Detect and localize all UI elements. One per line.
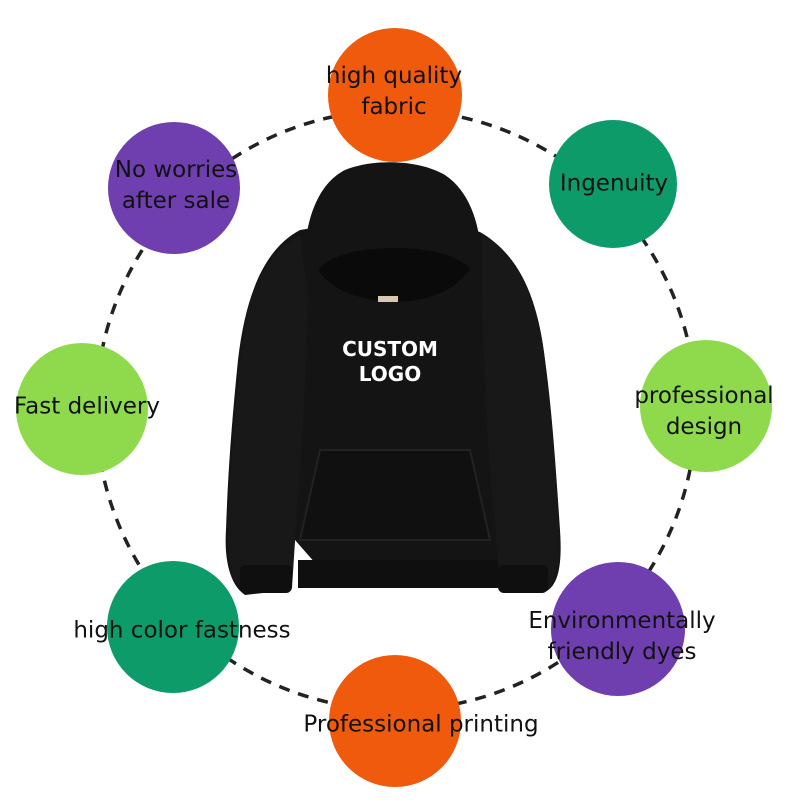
bubble-left — [16, 343, 148, 475]
logo-line1: CUSTOM — [342, 337, 438, 361]
bubble-bottom-left — [107, 561, 239, 693]
label-top-right: Ingenuity — [559, 170, 669, 197]
bubble-right — [640, 340, 772, 472]
logo-line2: LOGO — [358, 362, 422, 386]
bubble-top-left — [108, 122, 240, 254]
label-left: Fast delivery — [14, 393, 160, 420]
label-top-left: No worries after sale — [114, 157, 238, 214]
label-top: high quality fabric — [325, 63, 463, 120]
bubble-bottom — [329, 655, 461, 787]
custom-logo-text: CUSTOM LOGO — [342, 337, 438, 387]
label-bottom: Professional printing — [303, 711, 539, 738]
bubble-top — [328, 28, 462, 162]
bubble-top-right — [549, 120, 677, 248]
label-bottom-right: Environmentally friendly dyes — [528, 608, 716, 665]
label-right: professional design — [634, 383, 774, 440]
label-bottom-left: high color fastness — [73, 617, 291, 644]
bubble-bottom-right — [551, 562, 685, 696]
